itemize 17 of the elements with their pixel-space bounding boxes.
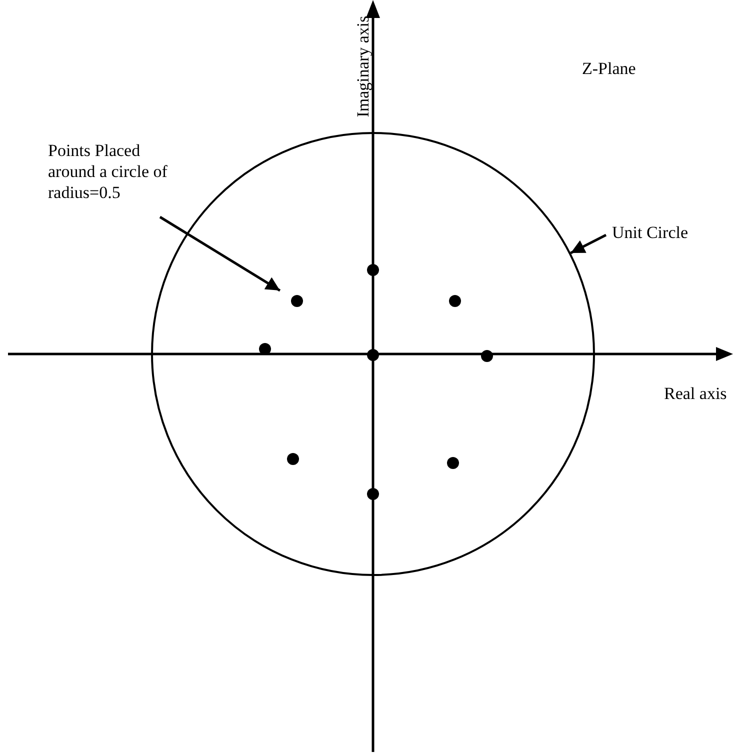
point-marker xyxy=(259,343,271,355)
unit-circle xyxy=(148,129,598,579)
point-marker xyxy=(367,488,379,500)
callout-text: Unit Circle xyxy=(612,222,690,243)
point-marker xyxy=(367,349,379,361)
callout-text: Points Placed around a circle of radius=0.5 xyxy=(48,140,168,203)
point-marker xyxy=(287,453,299,465)
point-marker xyxy=(367,264,379,276)
leader-arrow xyxy=(159,216,281,292)
plane-label: Z-Plane xyxy=(582,58,637,79)
point-marker xyxy=(449,295,461,307)
leader-arrow xyxy=(570,234,607,254)
point-marker xyxy=(291,295,303,307)
point-marker xyxy=(447,457,459,469)
axis-label: Imaginary axis xyxy=(352,14,374,120)
axis-label: Real axis xyxy=(664,383,728,404)
point-marker xyxy=(481,350,493,362)
